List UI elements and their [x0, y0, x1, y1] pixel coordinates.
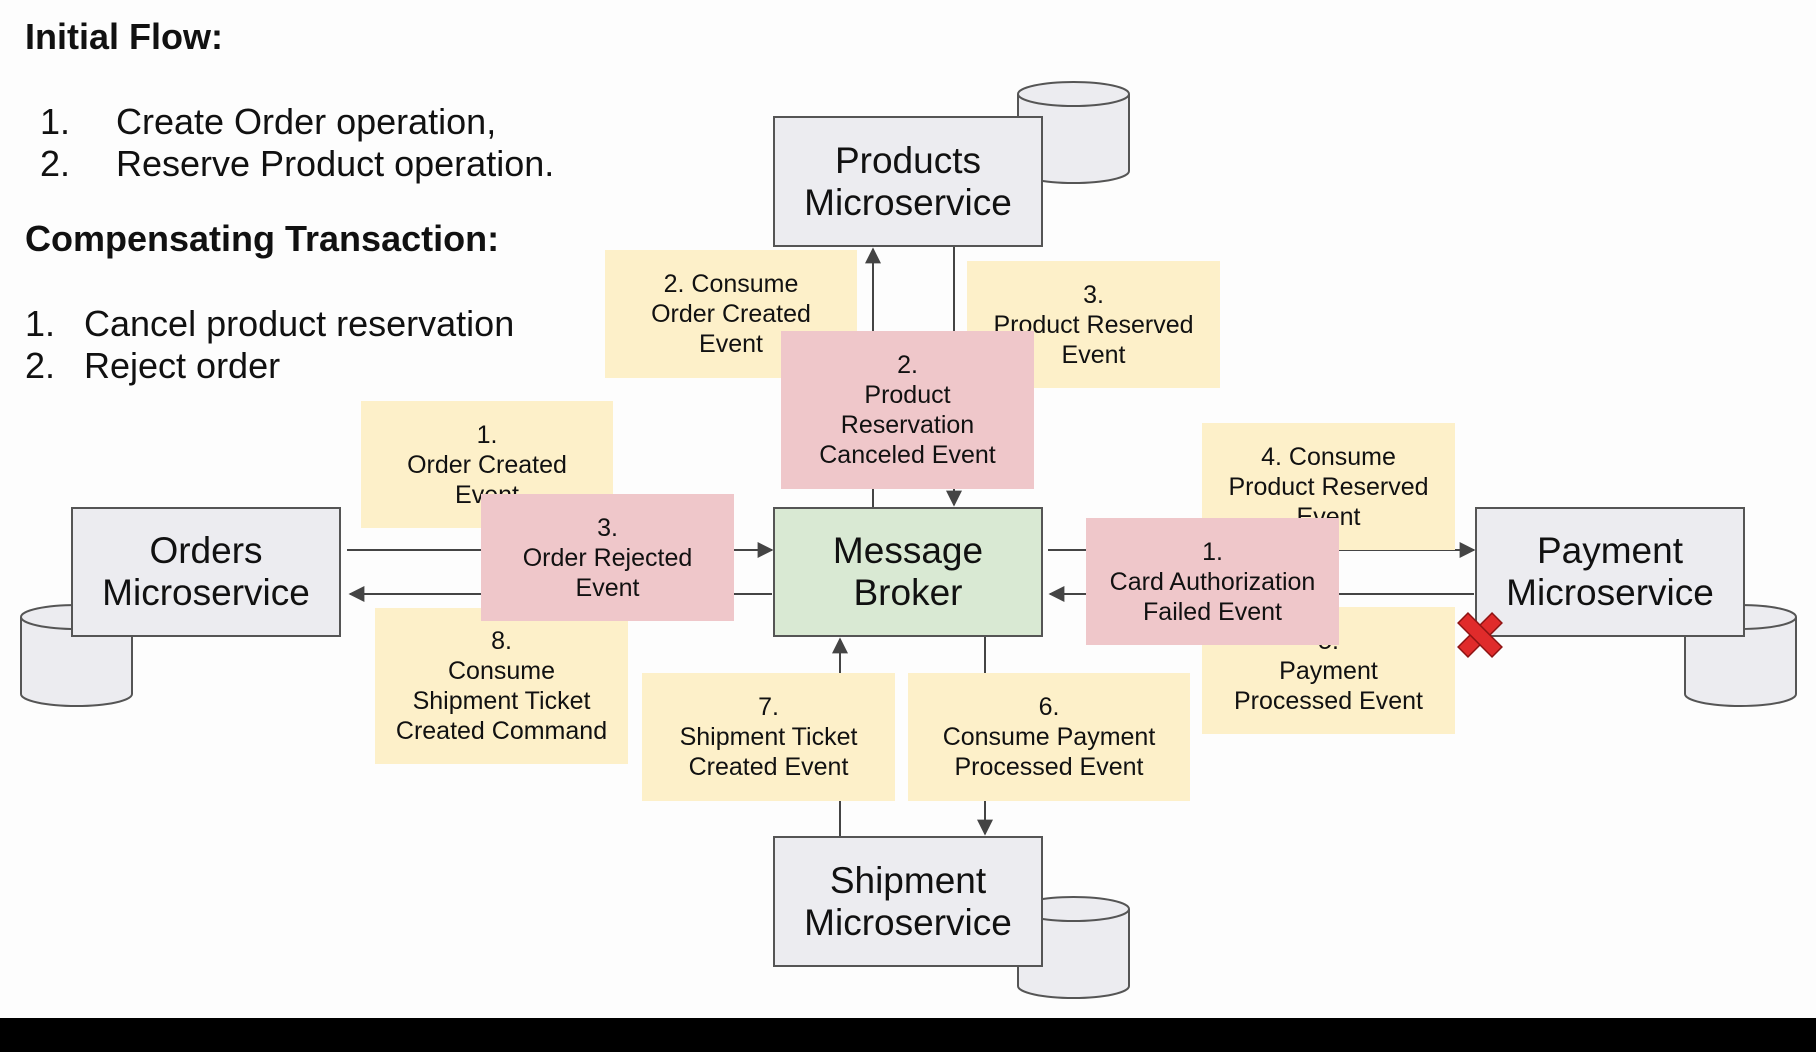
list-item: 1.Create Order operation,: [40, 101, 497, 142]
message-broker-box: Message Broker: [773, 507, 1043, 637]
list-item: 2.Reserve Product operation.: [40, 143, 555, 184]
note-product-reservation-canceled: 2. Product Reservation Canceled Event: [781, 331, 1034, 489]
products-database-icon: [1017, 81, 1130, 184]
initial-flow-heading: Initial Flow:: [25, 16, 223, 57]
compensating-heading: Compensating Transaction:: [25, 218, 500, 259]
products-microservice-box: Products Microservice: [773, 116, 1043, 247]
note-consume-payment-processed: 6. Consume Payment Processed Event: [908, 673, 1190, 801]
note-card-authorization-failed: 1. Card Authorization Failed Event: [1086, 518, 1339, 645]
note-shipment-ticket-created: 7. Shipment Ticket Created Event: [642, 673, 895, 801]
slide: Initial Flow: 1.Create Order operation, …: [0, 0, 1816, 1018]
note-consume-shipment-ticket-command: 8. Consume Shipment Ticket Created Comma…: [375, 608, 628, 764]
shipment-database-icon: [1017, 896, 1130, 999]
list-item: 2.Reject order: [25, 345, 281, 386]
red-x-icon: [1457, 612, 1503, 658]
initial-flow-list: 1.Create Order operation, 2.Reserve Prod…: [40, 101, 560, 185]
list-item: 1.Cancel product reservation: [25, 303, 515, 344]
payment-microservice-box: Payment Microservice: [1475, 507, 1745, 637]
compensating-list: 1.Cancel product reservation 2.Reject or…: [25, 303, 545, 387]
orders-microservice-box: Orders Microservice: [71, 507, 341, 637]
note-order-rejected-event: 3. Order Rejected Event: [481, 494, 734, 621]
shipment-microservice-box: Shipment Microservice: [773, 836, 1043, 967]
